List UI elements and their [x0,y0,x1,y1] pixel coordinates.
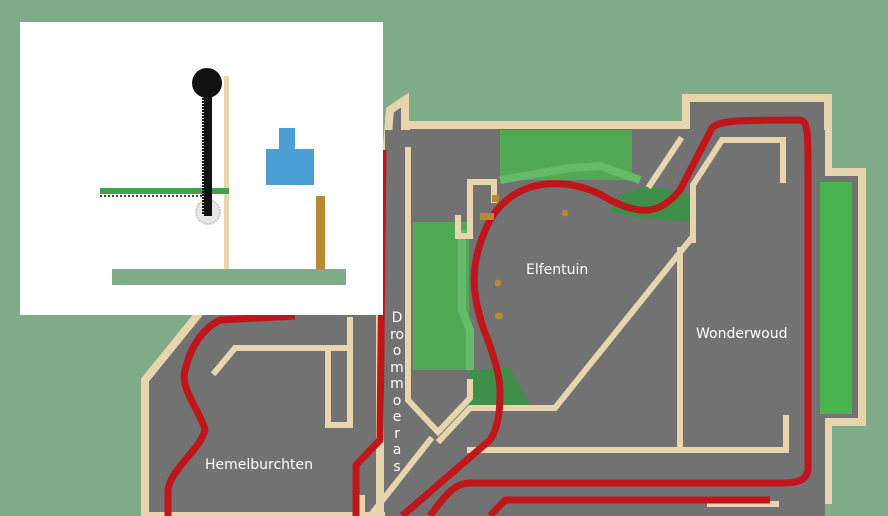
map-marker [480,213,494,220]
area-label-hemelburchten: Hemelburchten [205,457,314,473]
map-marker [492,195,499,202]
grass-zone-right [820,182,852,414]
map-marker [494,279,502,287]
area-label-wonderwoud: Wonderwoud [696,326,788,342]
grass-zone-curve [610,185,690,222]
ride-track-inner [487,496,770,516]
preview-drawing [100,68,346,285]
preview-post [316,196,325,269]
grass-path-light [458,161,642,370]
preview-pole [204,84,212,216]
area-label-elfentuin: Elfentuin [526,262,589,278]
preview-platform [100,188,229,194]
map-marker [561,209,569,217]
walkways [210,135,789,516]
preview-ground [112,269,346,285]
preview-pole-knob [192,68,222,98]
area-label-droommoeras: Droommoeras [390,310,405,475]
preview-block [266,128,314,185]
preview-rod [224,76,229,269]
map-marker [495,312,503,320]
preview-panel [20,22,383,315]
